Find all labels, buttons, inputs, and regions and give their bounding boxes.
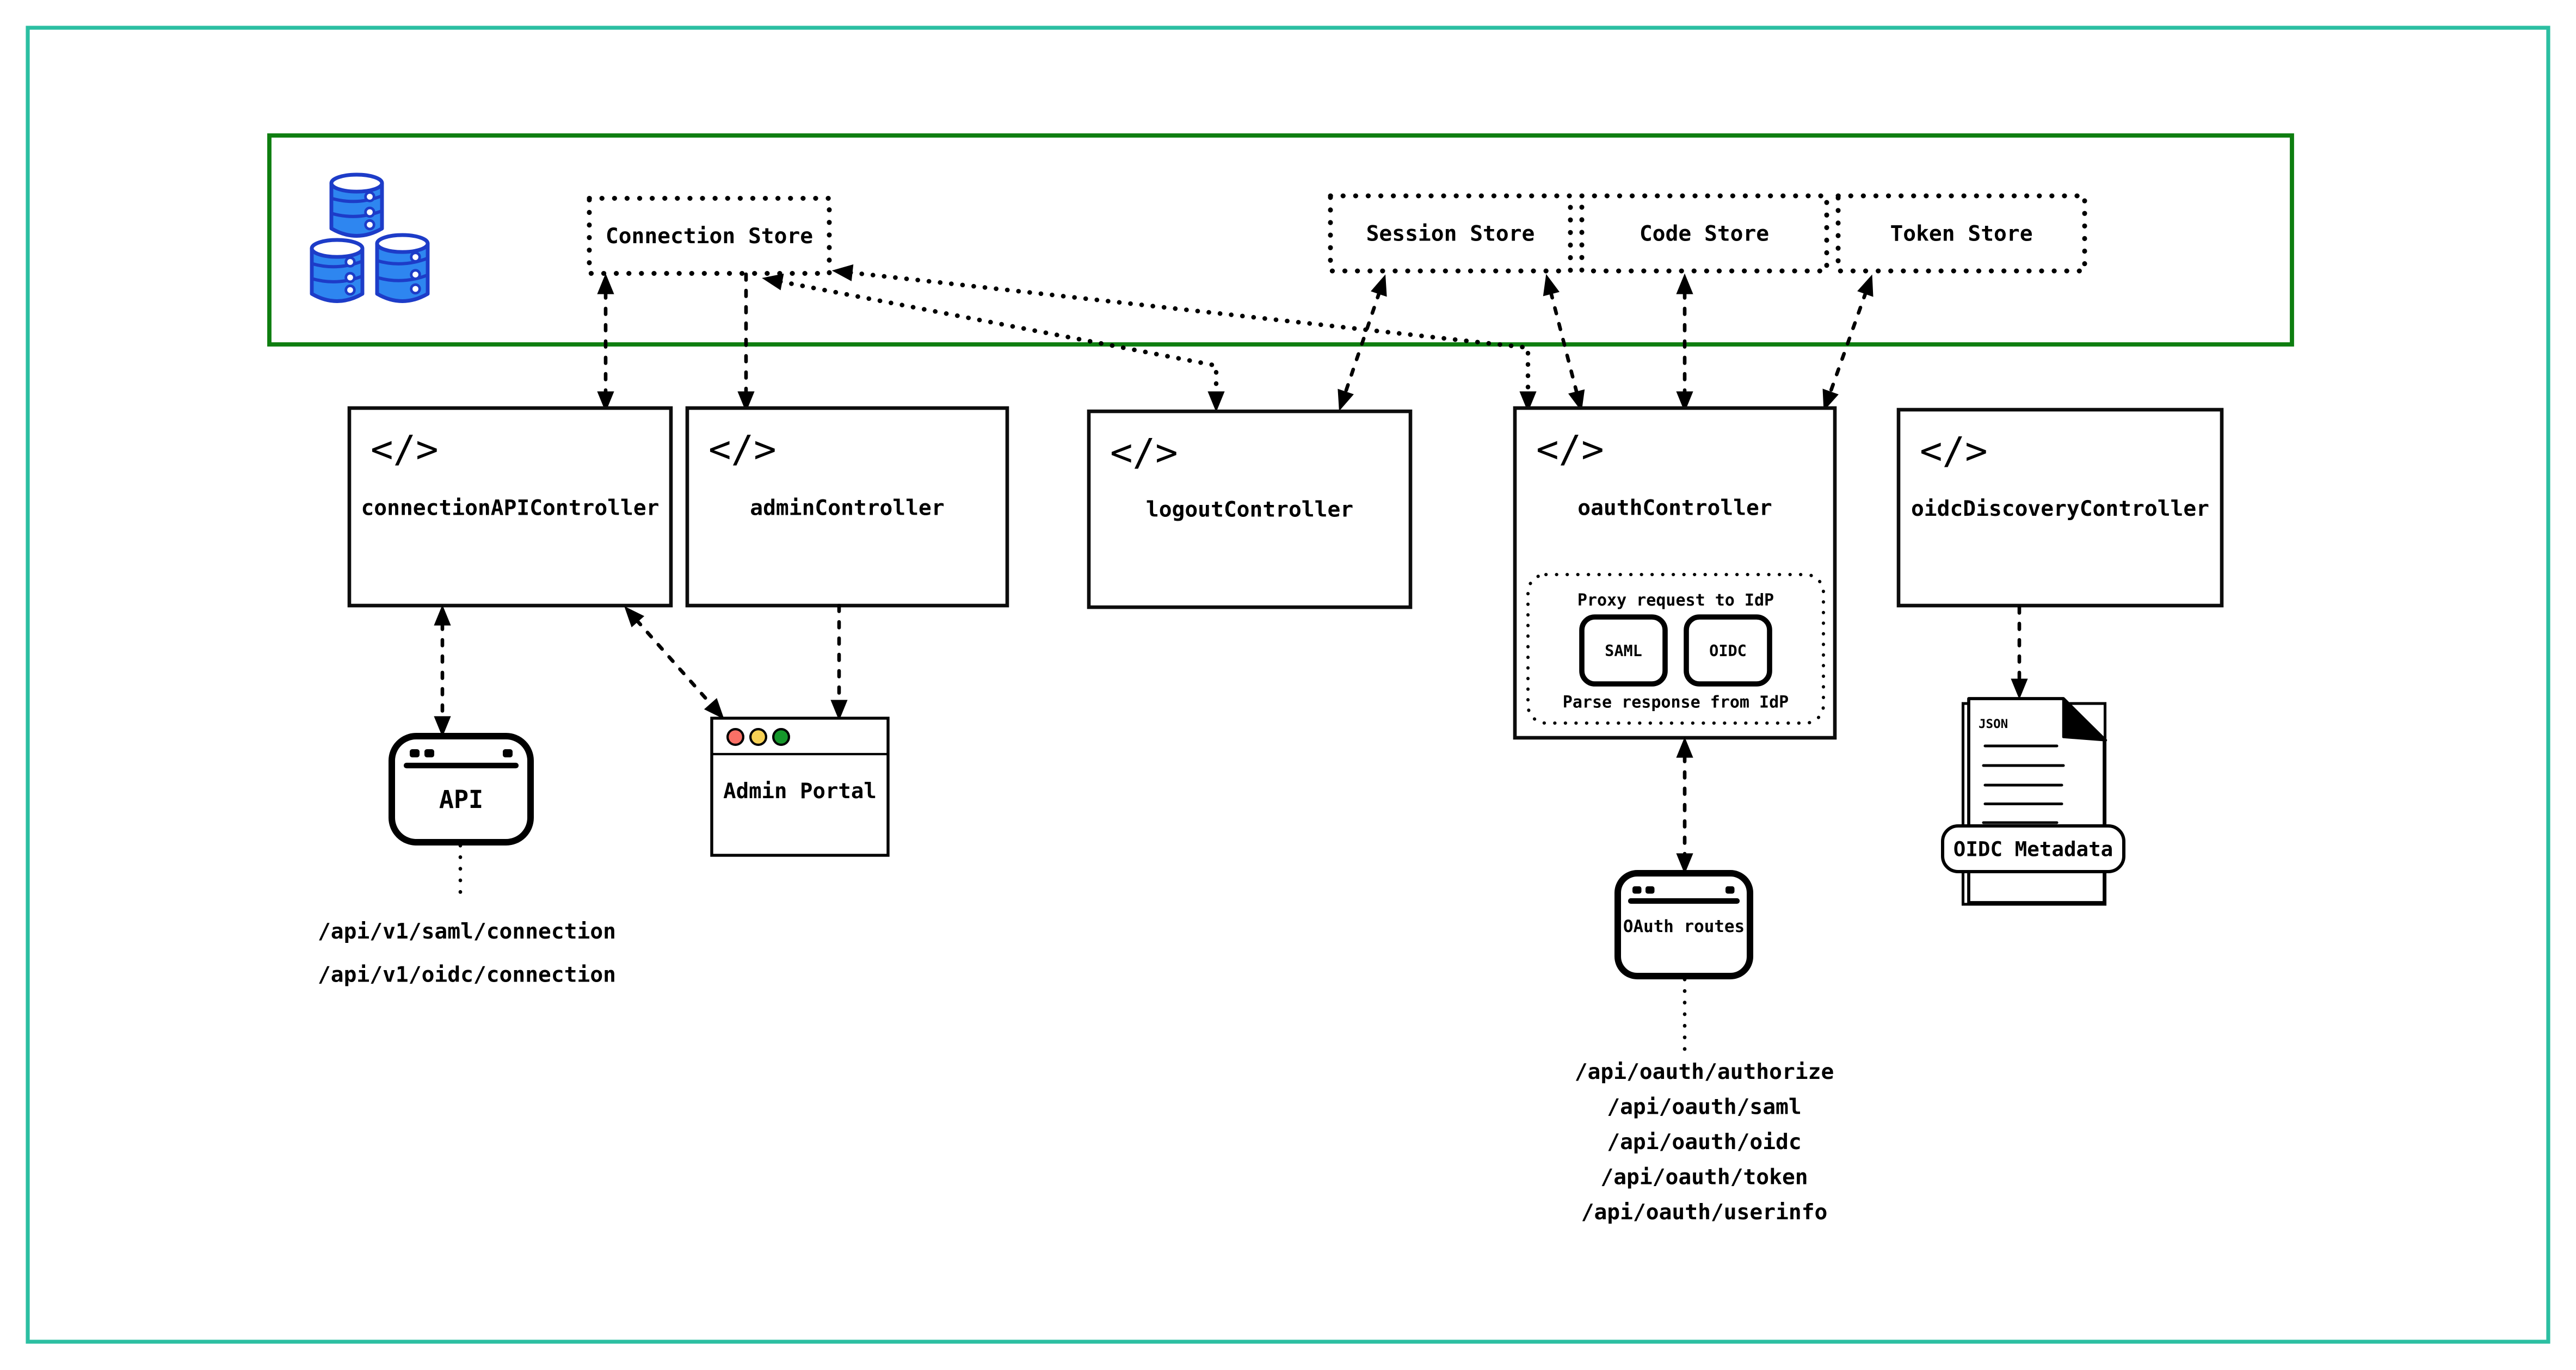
api-window-label: API	[439, 785, 483, 814]
folded-corner-icon	[2062, 697, 2107, 742]
databases-icon	[310, 172, 430, 303]
session-store-box	[1328, 193, 1573, 274]
database-barrel-left	[310, 238, 365, 303]
oauth-route: /api/oauth/saml	[1607, 1095, 1801, 1120]
oauth-route: /api/oauth/authorize	[1575, 1059, 1834, 1084]
oidc-chip-label: OIDC	[1709, 642, 1747, 660]
proxy-title-label: Proxy request to IdP	[1577, 591, 1774, 610]
connectionapi-controller-label: connectionAPIController	[361, 496, 659, 521]
oauth-route: /api/oauth/userinfo	[1581, 1200, 1828, 1225]
database-barrel-right	[375, 233, 430, 303]
connectionapi-controller-box	[347, 406, 673, 608]
arrow-sessionstore-oauthcontroller	[1543, 274, 1585, 412]
window-dot-icon	[424, 749, 434, 758]
oauth-route: /api/oauth/oidc	[1607, 1130, 1801, 1155]
code-store-label: Code Store	[1640, 221, 1769, 246]
window-dot-icon	[503, 749, 513, 758]
connection-store-label: Connection Store	[606, 224, 813, 249]
code-icon: </>	[371, 428, 439, 471]
window-dot-icon	[1632, 886, 1642, 894]
oauth-route-list: /api/oauth/authorize /api/oauth/saml /ap…	[1575, 1059, 1834, 1225]
arrow-connectionstore-oauthcontroller	[831, 264, 1537, 412]
api-route: /api/v1/saml/connection	[318, 919, 616, 944]
admin-portal-label: Admin Portal	[723, 779, 877, 804]
oidc-metadata-label: OIDC Metadata	[1953, 837, 2113, 861]
oauth-controller-label: oauthController	[1577, 496, 1772, 521]
oidcdiscovery-controller-box	[1896, 408, 2224, 608]
oauth-proxy-group: Proxy request to IdP SAML OIDC Parse res…	[1526, 573, 1825, 725]
code-store-box	[1579, 193, 1829, 274]
code-icon: </>	[1110, 431, 1178, 474]
logout-controller-label: logoutController	[1146, 497, 1353, 522]
saml-chip-label: SAML	[1605, 642, 1642, 660]
saml-chip	[1579, 614, 1668, 687]
arrow-tokenstore-oauthcontroller	[1822, 274, 1874, 411]
database-barrel-top	[329, 172, 384, 238]
admin-controller-box	[685, 406, 1009, 608]
oidc-metadata-doc: JSON OIDC Metadata	[1941, 697, 2125, 906]
traffic-light-green-icon	[772, 728, 791, 746]
token-store-label: Token Store	[1890, 221, 2032, 246]
arrow-connectionapi-adminportal	[624, 606, 724, 719]
oidcdiscovery-controller-label: oidcDiscoveryController	[1911, 496, 2209, 521]
oauth-routes-window-icon: OAuth routes	[1614, 870, 1753, 980]
session-store-label: Session Store	[1366, 221, 1535, 246]
code-icon: </>	[1536, 428, 1604, 471]
traffic-light-yellow-icon	[749, 728, 768, 746]
connection-store-box	[587, 196, 832, 276]
page-border	[26, 26, 2550, 1344]
code-icon: </>	[1920, 429, 1988, 473]
logout-controller-box	[1087, 409, 1413, 609]
window-dot-icon	[1646, 886, 1655, 894]
api-window-frame	[389, 733, 534, 846]
proxy-footer-label: Parse response from IdP	[1563, 693, 1789, 712]
window-dot-icon	[1725, 886, 1735, 894]
api-window-icon: API	[389, 733, 534, 846]
doc-type-label: JSON	[1979, 717, 2008, 731]
oidc-metadata-badge	[1941, 824, 2125, 874]
admin-controller-label: adminController	[750, 496, 944, 521]
token-store-box	[1835, 193, 2087, 274]
arrow-sessionstore-logoutcontroller	[1338, 274, 1387, 411]
traffic-light-red-icon	[726, 728, 745, 746]
api-route: /api/v1/oidc/connection	[318, 962, 616, 988]
window-dot-icon	[410, 749, 420, 758]
code-icon: </>	[708, 428, 777, 471]
oidc-chip	[1684, 614, 1772, 687]
api-route-list: /api/v1/saml/connection /api/v1/oidc/con…	[318, 919, 616, 987]
admin-portal-window: Admin Portal	[710, 717, 890, 857]
oauth-route: /api/oauth/token	[1600, 1165, 1808, 1190]
oauth-routes-label: OAuth routes	[1623, 917, 1745, 936]
